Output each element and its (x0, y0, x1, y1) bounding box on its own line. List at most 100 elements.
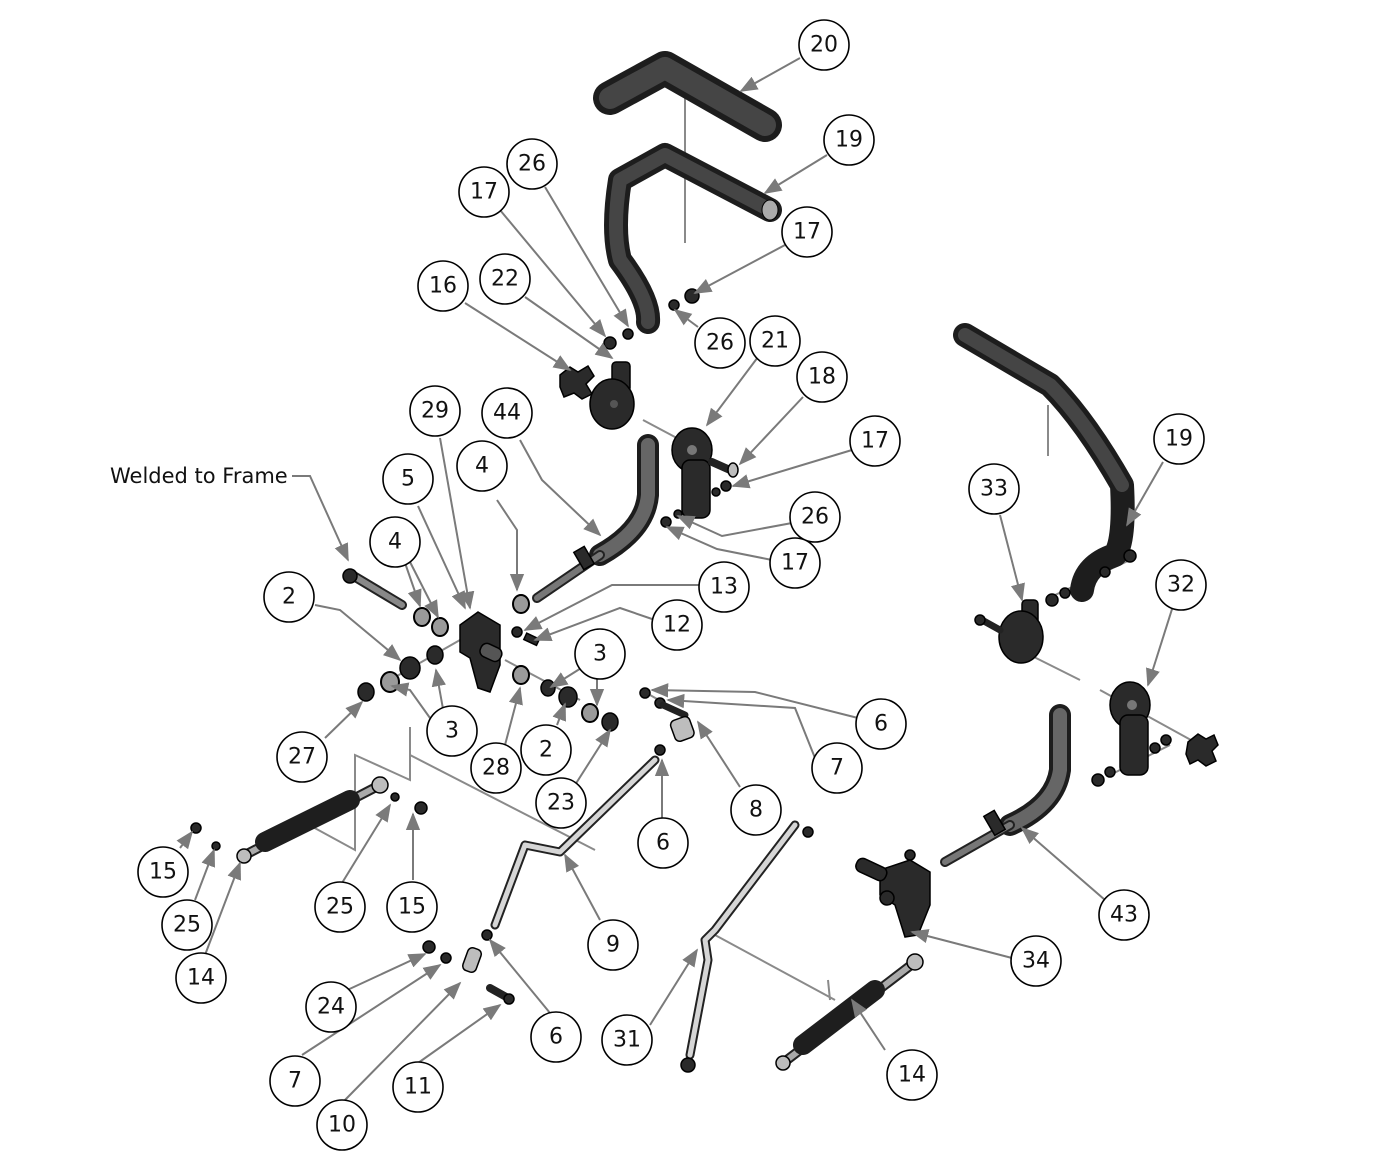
svg-text:43: 43 (1110, 903, 1138, 928)
rod-end-10-group (422, 929, 515, 1005)
callout-2: 2 (520, 724, 572, 776)
svg-text:6: 6 (874, 712, 888, 737)
svg-text:17: 17 (470, 180, 498, 205)
callout-32: 32 (1155, 559, 1207, 611)
callout-10: 10 (316, 1099, 368, 1151)
callout-26: 26 (694, 317, 746, 369)
svg-text:19: 19 (1165, 427, 1193, 452)
callout-19: 19 (823, 114, 875, 166)
callout-18: 18 (796, 351, 848, 403)
callout-14: 14 (886, 1049, 938, 1101)
svg-text:8: 8 (749, 798, 763, 823)
callout-3: 3 (574, 628, 626, 680)
linkage-rod-31 (680, 820, 814, 1073)
steering-arm-44 (532, 434, 659, 603)
knob-16 (559, 364, 595, 400)
pivot-bracket-21 (671, 427, 713, 519)
svg-text:13: 13 (710, 575, 738, 600)
damper-14-left (190, 776, 428, 864)
callout-2: 2 (263, 571, 315, 623)
callout-26: 26 (789, 491, 841, 543)
callout-23: 23 (535, 777, 587, 829)
callout-5: 5 (382, 453, 434, 505)
callout-19: 19 (1153, 413, 1205, 465)
linkage-rod-9 (490, 755, 660, 930)
tie-rod-end-8 (639, 687, 695, 756)
welded-pin (342, 568, 407, 610)
svg-text:11: 11 (404, 1075, 432, 1100)
callout-11: 11 (392, 1061, 444, 1113)
callout-29: 29 (409, 385, 461, 437)
svg-text:23: 23 (547, 791, 575, 816)
svg-text:31: 31 (613, 1028, 641, 1053)
pivot-block-29 (459, 611, 503, 693)
svg-text:28: 28 (482, 756, 510, 781)
svg-text:24: 24 (317, 995, 345, 1020)
svg-text:25: 25 (173, 913, 201, 938)
callout-6: 6 (530, 1011, 582, 1063)
callout-15: 15 (137, 846, 189, 898)
svg-text:4: 4 (475, 454, 489, 479)
callout-6: 6 (855, 698, 907, 750)
callout-44: 44 (481, 387, 533, 439)
welded-to-frame-note: Welded to Frame (110, 464, 349, 562)
handle-grip-20 (593, 51, 782, 142)
handle-bar-19-right (953, 323, 1137, 607)
svg-text:26: 26 (801, 505, 829, 530)
svg-text:34: 34 (1022, 949, 1050, 974)
svg-text:3: 3 (445, 719, 459, 744)
callout-9: 9 (587, 919, 639, 971)
callout-43: 43 (1098, 889, 1150, 941)
svg-text:15: 15 (149, 860, 177, 885)
callout-24: 24 (305, 981, 357, 1033)
callout-3: 3 (426, 705, 478, 757)
handle-bar-19-left (604, 143, 782, 334)
svg-text:44: 44 (493, 401, 521, 426)
svg-text:14: 14 (187, 966, 215, 991)
svg-text:2: 2 (539, 738, 553, 763)
callout-14: 14 (175, 952, 227, 1004)
callout-22: 22 (479, 253, 531, 305)
svg-text:17: 17 (781, 551, 809, 576)
svg-text:19: 19 (835, 128, 863, 153)
callout-25: 25 (314, 881, 366, 933)
callout-7: 7 (811, 742, 863, 794)
svg-text:3: 3 (593, 642, 607, 667)
pivot-plate-22 (589, 361, 635, 430)
callout-6: 6 (637, 817, 689, 869)
svg-text:22: 22 (491, 267, 519, 292)
svg-text:2: 2 (282, 585, 296, 610)
svg-text:14: 14 (898, 1063, 926, 1088)
callout-17: 17 (781, 206, 833, 258)
callout-21: 21 (749, 315, 801, 367)
svg-text:20: 20 (810, 33, 838, 58)
callout-16: 16 (417, 260, 469, 312)
pivot-bracket-32 (1091, 681, 1219, 787)
svg-text:12: 12 (663, 613, 691, 638)
steering-arm-43 (940, 704, 1071, 867)
svg-text:9: 9 (606, 933, 620, 958)
svg-text:33: 33 (980, 477, 1008, 502)
callout-20: 20 (798, 19, 850, 71)
svg-text:17: 17 (861, 429, 889, 454)
welded-to-frame-label: Welded to Frame (110, 464, 288, 488)
callout-31: 31 (601, 1014, 653, 1066)
svg-text:26: 26 (518, 152, 546, 177)
callout-34: 34 (1010, 935, 1062, 987)
callout-8: 8 (730, 784, 782, 836)
pivot-plate-33 (974, 599, 1044, 664)
svg-text:7: 7 (830, 756, 844, 781)
svg-text:26: 26 (706, 331, 734, 356)
bolt-18 (660, 458, 739, 528)
callout-17: 17 (849, 415, 901, 467)
pivot-assembly-34 (855, 849, 931, 938)
svg-text:18: 18 (808, 365, 836, 390)
svg-text:27: 27 (288, 745, 316, 770)
svg-text:15: 15 (398, 895, 426, 920)
svg-text:7: 7 (288, 1069, 302, 1094)
svg-text:32: 32 (1167, 573, 1195, 598)
washers-left-group (357, 594, 619, 732)
callout-17: 17 (458, 166, 510, 218)
callout-4: 4 (456, 440, 508, 492)
